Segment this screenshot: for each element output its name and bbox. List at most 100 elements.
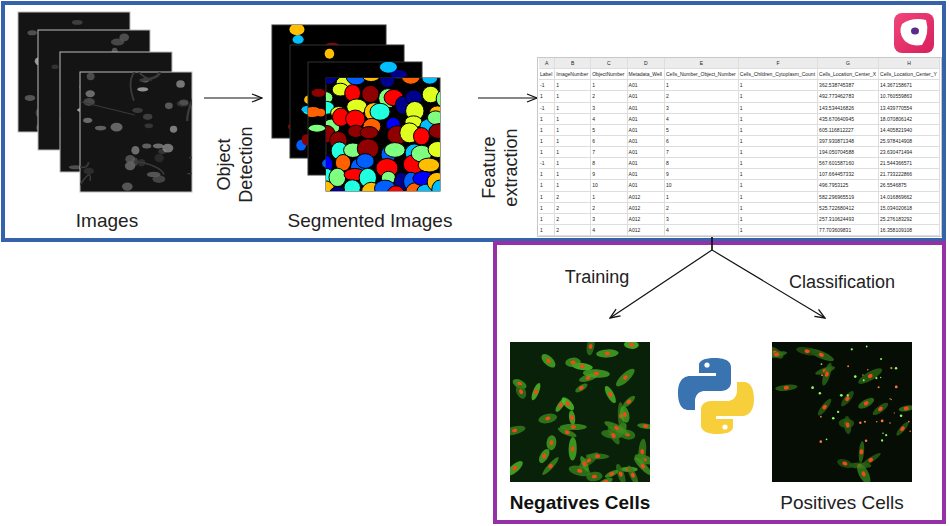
column-header: ImageNumber — [555, 69, 591, 80]
table-cell: A01 — [628, 114, 665, 125]
column-header: ObjectNumber — [591, 69, 627, 80]
table-cell: A01 — [628, 169, 665, 180]
table-cell: 1 — [539, 136, 555, 147]
column-header: Metadata_Well — [628, 69, 665, 80]
table-cell: 2 — [665, 91, 739, 102]
table-cell: 16.358109108 — [879, 225, 940, 236]
table-cell: 8 — [591, 158, 627, 169]
table-cell: 582.296965519 — [818, 192, 879, 203]
segmented-image — [326, 78, 440, 191]
table-cell: 567.601587160 — [818, 158, 879, 169]
image-caption: Images — [10, 210, 204, 232]
table-cell: 1 — [555, 91, 591, 102]
column-letter: D — [628, 58, 665, 69]
table-cell: 1 — [739, 192, 818, 203]
step-label: Classification — [787, 272, 897, 294]
table-cell: 5 — [591, 125, 627, 136]
table-cell: 3 — [591, 103, 627, 114]
feature-table: ABCDEFGHLabelImageNumberObjectNumberMeta… — [537, 57, 942, 237]
image-node: Images — [10, 8, 204, 238]
table-cell: 4 — [591, 225, 627, 236]
cell-image — [772, 344, 912, 482]
pipeline-frame — [3, 3, 944, 240]
table-cell: 605.116812227 — [818, 125, 879, 136]
table-cell: 1 — [539, 203, 555, 214]
image-caption: Negatives Cells — [500, 492, 660, 514]
table-cell: 10 — [591, 180, 627, 191]
table-cell: 2 — [555, 192, 591, 203]
column-letter: C — [591, 58, 627, 69]
table-cell: A01 — [628, 136, 665, 147]
table-cell: 14.016869662 — [879, 192, 940, 203]
table-cell: 1 — [591, 80, 627, 91]
table-cell: 435.670640945 — [818, 114, 879, 125]
app-icon — [894, 13, 934, 53]
table-cell: 15.034020618 — [879, 203, 940, 214]
flow-arrow — [478, 97, 537, 98]
table-cell: 3 — [591, 214, 627, 225]
table-cell: 1 — [555, 136, 591, 147]
table-cell: 1 — [739, 103, 818, 114]
column-header: Label — [539, 69, 555, 80]
table-cell: 2 — [555, 214, 591, 225]
table-cell: 1 — [539, 192, 555, 203]
table-cell: 397.930871348 — [818, 136, 879, 147]
table-cell: 4 — [665, 114, 739, 125]
table-cell: 2 — [591, 203, 627, 214]
table-cell: 10.760559863 — [879, 91, 940, 102]
table-cell: 1 — [555, 180, 591, 191]
table-cell: 4 — [591, 114, 627, 125]
image-caption: Segmented Images — [262, 210, 478, 232]
table-cell: A01 — [628, 158, 665, 169]
table-cell: 1 — [739, 147, 818, 158]
table-cell: 1 — [539, 225, 555, 236]
table-cell: A012 — [628, 214, 665, 225]
table-cell: 1 — [539, 214, 555, 225]
table-cell: 492.773462783 — [818, 91, 879, 102]
column-header: Cells_Children_Cytoplasm_Count — [739, 69, 818, 80]
table-cell: 362.538745387 — [818, 80, 879, 91]
python-logo — [678, 358, 754, 434]
python-frame — [495, 243, 944, 522]
table-cell: A01 — [628, 125, 665, 136]
table-cell: A012 — [628, 225, 665, 236]
column-letter: F — [739, 58, 818, 69]
image-caption: Positives Cells — [762, 492, 922, 514]
image-node: Negatives Cells — [500, 318, 660, 520]
table-cell: 13.439770554 — [879, 103, 940, 114]
table-cell: 107.664457332 — [818, 169, 879, 180]
table-cell: 194.050704588 — [818, 147, 879, 158]
table-cell: 143.534416826 — [818, 103, 879, 114]
step-label: Object Detection — [214, 115, 257, 215]
table-cell: 14.405821940 — [879, 125, 940, 136]
table-cell: 10 — [665, 180, 739, 191]
table-cell: A01 — [628, 180, 665, 191]
table-cell: 7 — [591, 147, 627, 158]
table-cell: 25.978414908 — [879, 136, 940, 147]
table-cell: 1 — [739, 180, 818, 191]
table-cell: 77.703609831 — [818, 225, 879, 236]
table-cell: 257.310624493 — [818, 214, 879, 225]
table-cell: 1 — [739, 80, 818, 91]
table-cell: 1 — [739, 225, 818, 236]
column-letter: A — [539, 58, 555, 69]
table-cell: A012 — [628, 192, 665, 203]
table-cell: -1 — [539, 158, 555, 169]
table-cell: 9 — [591, 169, 627, 180]
table-cell: -1 — [539, 80, 555, 91]
column-letter: G — [818, 58, 879, 69]
table-cell: 1 — [555, 114, 591, 125]
table-cell: 1 — [665, 80, 739, 91]
column-letter: E — [665, 58, 739, 69]
table-cell: 1 — [539, 91, 555, 102]
table-cell: 14.367158671 — [879, 80, 940, 91]
illustration — [10, 8, 204, 203]
table-cell: 1 — [739, 125, 818, 136]
microscopy-image — [80, 72, 192, 192]
table-cell: 496.7953125 — [818, 180, 879, 191]
table-cell: 1 — [555, 169, 591, 180]
image-node: Segmented Images — [262, 8, 478, 238]
table-cell: 21.544366571 — [879, 158, 940, 169]
column-letter: B — [555, 58, 591, 69]
